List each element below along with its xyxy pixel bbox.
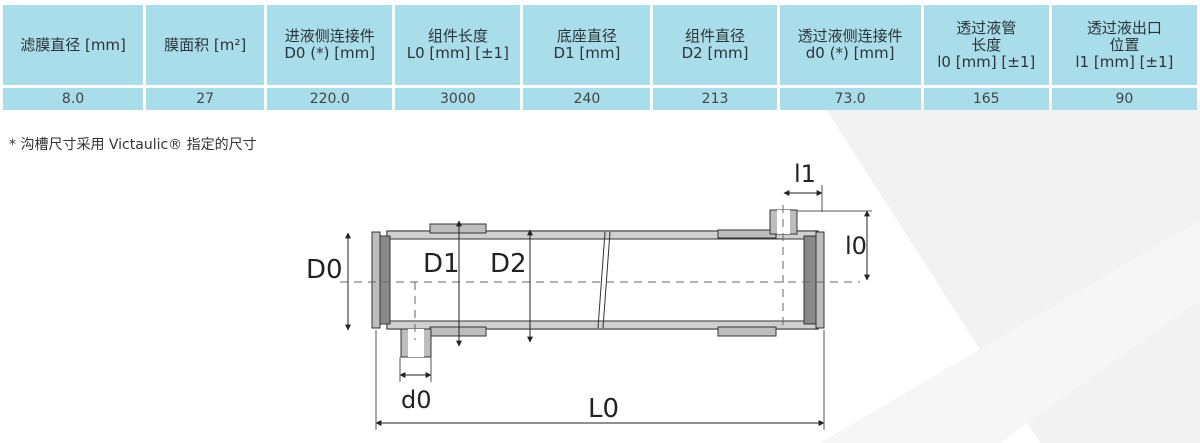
- label-l1: l1: [794, 160, 816, 188]
- col-header: 膜面积 [m²]: [146, 5, 265, 85]
- header-line: D1 [mm]: [553, 44, 621, 62]
- header-line: 组件直径: [685, 27, 746, 45]
- header-line: 进液侧连接件: [284, 27, 375, 45]
- header-line: D0 (*) [mm]: [284, 44, 376, 62]
- header-line: l0 [mm] [±1]: [937, 52, 1036, 71]
- feed-side-outlet: [400, 328, 432, 358]
- col-header: 滤膜直径 [mm]: [3, 5, 144, 85]
- header-line: 透过液出口: [1086, 18, 1162, 37]
- footnote: * 沟槽尺寸采用 Victaulic® 指定的尺寸: [9, 137, 257, 153]
- header-line: d0 (*) [mm]: [805, 44, 895, 62]
- header-line: 底座直径: [556, 27, 617, 45]
- table-cell: 3000: [395, 85, 521, 110]
- label-l0-tube: l0: [845, 232, 867, 260]
- header-line: 透过液管: [956, 18, 1017, 37]
- header-line: 透过液侧连接件: [797, 27, 903, 45]
- label-d1: D1: [423, 249, 460, 279]
- header-line: 膜面积 [m²]: [164, 35, 247, 54]
- header-line: L0 [mm] [±1]: [406, 44, 509, 62]
- module-body: [386, 230, 819, 330]
- table-cell: 213: [653, 85, 777, 110]
- dimension-lines: [345, 185, 872, 430]
- label-l0-length: L0: [588, 394, 619, 424]
- break-marks: [597, 231, 611, 329]
- header-line: 组件长度: [427, 27, 488, 45]
- header-line: 长度: [971, 35, 1002, 54]
- header-line: l1 [mm] [±1]: [1075, 52, 1174, 71]
- table-cell: 8.0: [3, 85, 144, 110]
- module-diagram: D0 D1 D2 d0 L0 l0 l1: [306, 160, 872, 430]
- table-cell: 165: [923, 85, 1049, 110]
- center-lines: [340, 205, 860, 340]
- table-cell: 240: [523, 85, 651, 110]
- label-d0-permeate: d0: [401, 386, 432, 414]
- label-d0-outer: D0: [306, 255, 343, 285]
- header-line: 位置: [1109, 35, 1140, 54]
- table-cell: 220.0: [267, 85, 393, 110]
- table-cell: 73.0: [779, 85, 921, 110]
- module-end-caps: [371, 231, 825, 329]
- table-cell: 90: [1051, 85, 1197, 110]
- label-d2: D2: [490, 249, 527, 279]
- header-line: D2 [mm]: [681, 44, 749, 62]
- table-cell: 27: [146, 85, 265, 110]
- table-row: 8.0 27 220.0 3000 240 213 73.0 165 90: [3, 85, 1197, 110]
- header-line: 滤膜直径 [mm]: [20, 35, 126, 54]
- dimension-labels: D0 D1 D2 d0 L0 l0 l1: [306, 160, 867, 424]
